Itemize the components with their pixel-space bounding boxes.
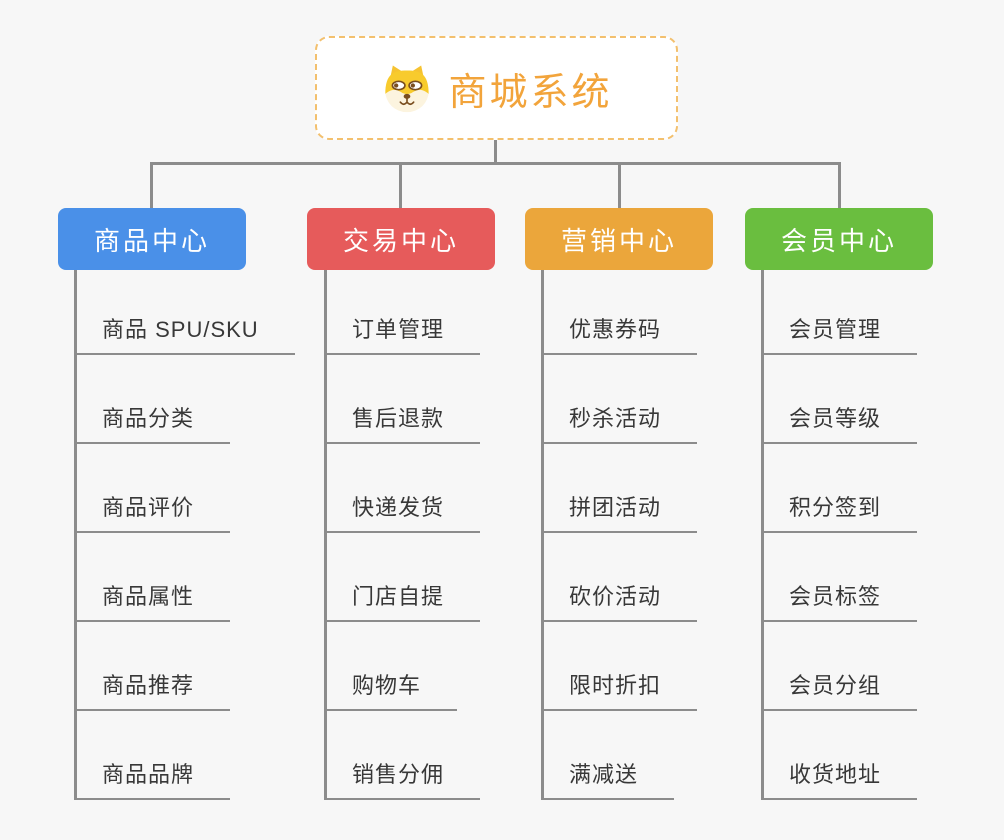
subtopic[interactable]: 商品评价 [77, 444, 295, 533]
subtopic-column-marketing: 优惠券码 秒杀活动 拼团活动 砍价活动 限时折扣 满减送 [541, 270, 698, 800]
branch-topic-trade-center[interactable]: 交易中心 [307, 208, 495, 270]
subtopic[interactable]: 快递发货 [327, 444, 481, 533]
branch-topic-label: 交易中心 [342, 225, 459, 256]
connector-drop-marketing [618, 162, 621, 208]
branch-topic-label: 会员中心 [780, 225, 897, 256]
subtopic-column-product: 商品 SPU/SKU 商品分类 商品评价 商品属性 商品推荐 商品品牌 [74, 270, 295, 800]
subtopic-column-member: 会员管理 会员等级 积分签到 会员标签 会员分组 收货地址 [761, 270, 918, 800]
subtopic[interactable]: 砍价活动 [544, 533, 698, 622]
branch-topic-product-center[interactable]: 商品中心 [58, 208, 246, 270]
subtopic[interactable]: 商品推荐 [77, 622, 295, 711]
subtopic[interactable]: 会员等级 [764, 355, 918, 444]
subtopic[interactable]: 会员管理 [764, 270, 918, 355]
subtopic[interactable]: 商品品牌 [77, 711, 295, 800]
subtopic[interactable]: 门店自提 [327, 533, 481, 622]
subtopic[interactable]: 收货地址 [764, 711, 918, 800]
subtopic[interactable]: 订单管理 [327, 270, 481, 355]
branch-topic-label: 营销中心 [560, 225, 677, 256]
branch-topic-member-center[interactable]: 会员中心 [745, 208, 933, 270]
connector-bus [150, 162, 840, 165]
subtopic[interactable]: 秒杀活动 [544, 355, 698, 444]
branch-topic-marketing-center[interactable]: 营销中心 [525, 208, 713, 270]
subtopic[interactable]: 商品分类 [77, 355, 295, 444]
subtopic-column-trade: 订单管理 售后退款 快递发货 门店自提 购物车 销售分佣 [324, 270, 481, 800]
dog-face-icon [385, 65, 430, 113]
branch-topic-label: 商品中心 [93, 225, 210, 256]
connector-drop-member [838, 162, 841, 208]
subtopic[interactable]: 购物车 [327, 622, 480, 711]
subtopic[interactable]: 满减送 [544, 711, 697, 800]
root-topic[interactable]: 商城系统 [315, 36, 678, 140]
root-topic-label: 商城系统 [448, 71, 613, 114]
subtopic[interactable]: 会员分组 [764, 622, 918, 711]
subtopic[interactable]: 优惠券码 [544, 270, 698, 355]
subtopic[interactable]: 商品 SPU/SKU [77, 270, 295, 355]
connector-drop-product [150, 162, 153, 208]
subtopic[interactable]: 销售分佣 [327, 711, 481, 800]
connector-root-stem [494, 140, 497, 164]
subtopic[interactable]: 积分签到 [764, 444, 918, 533]
subtopic[interactable]: 拼团活动 [544, 444, 698, 533]
subtopic[interactable]: 会员标签 [764, 533, 918, 622]
subtopic[interactable]: 限时折扣 [544, 622, 698, 711]
subtopic[interactable]: 售后退款 [327, 355, 481, 444]
connector-drop-trade [399, 162, 402, 208]
subtopic[interactable]: 商品属性 [77, 533, 295, 622]
